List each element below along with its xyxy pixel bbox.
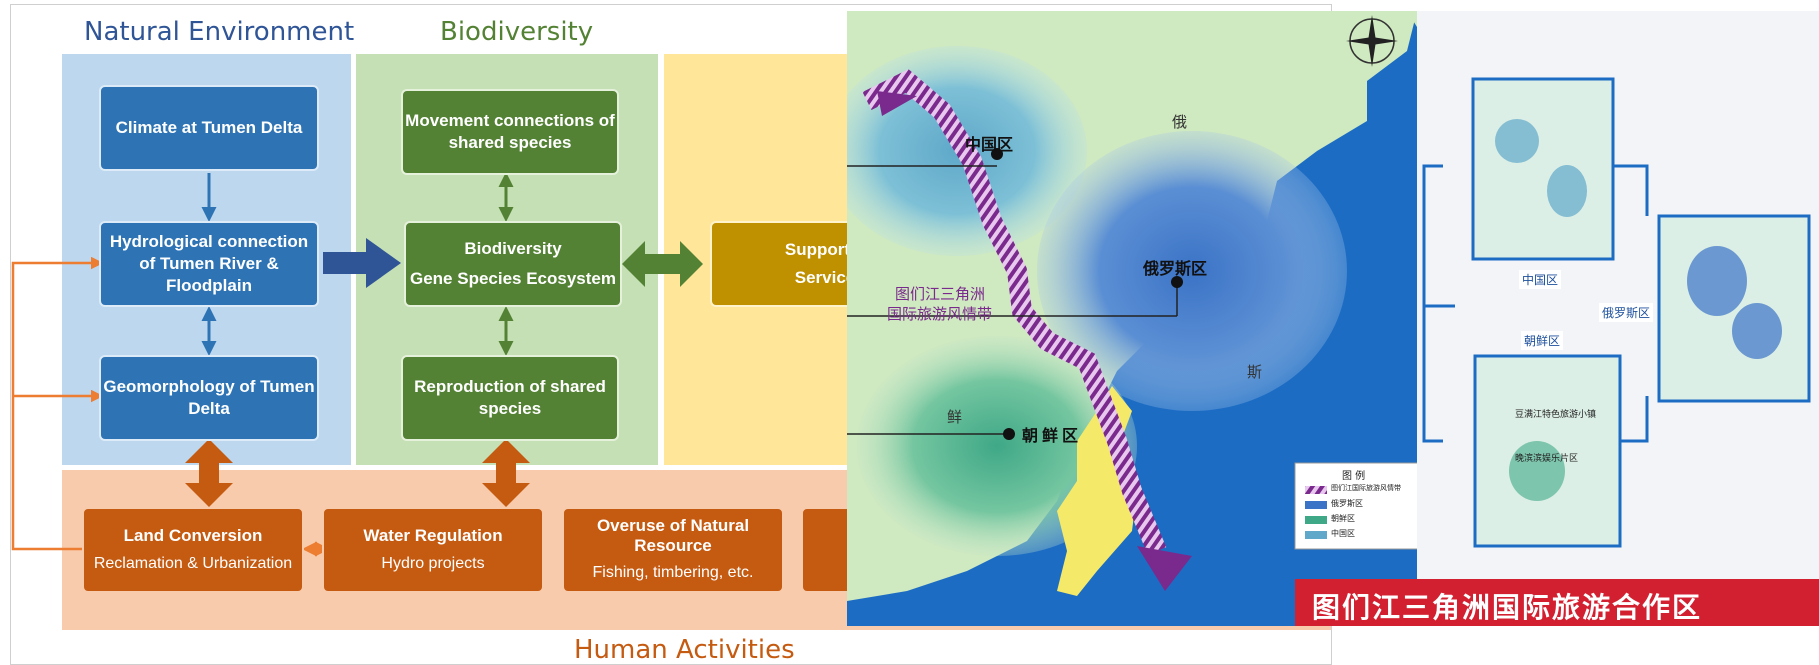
country-korea-char: 鲜 — [947, 408, 963, 426]
country-russia-char2: 斯 — [1247, 363, 1263, 381]
legend-item-china: 中国区 — [1331, 529, 1355, 538]
arrow-water-biodiversity — [482, 439, 530, 507]
tourism-route — [862, 69, 1167, 555]
map-photo: 中国区 俄罗斯区 朝鲜区 图们江三角洲 国际旅游风情带 俄 斯 鲜 图 例 图们… — [847, 11, 1819, 626]
climate-box: Climate at Tumen Delta — [99, 85, 319, 171]
inset-china-label: 中国区 — [1519, 270, 1562, 289]
banner-text: 图们江三角洲国际旅游合作区 — [1312, 591, 1703, 624]
legend-item-route: 图们江国际旅游风情带 — [1331, 484, 1401, 492]
inset-china-map — [1471, 77, 1615, 261]
legend-item-korea: 朝鲜区 — [1331, 514, 1355, 523]
water-regulation-sub: Hydro projects — [381, 555, 485, 572]
biodiversity-box: Biodiversity Gene Species Ecosystem — [404, 221, 622, 307]
biodiversity-line2: Gene Species Ecosystem — [409, 269, 616, 288]
water-regulation-box: Water Regulation Hydro projects — [322, 507, 544, 593]
movement-label: Movement connections of shared species — [405, 111, 615, 152]
legend-item-russia: 俄罗斯区 — [1331, 499, 1363, 508]
inset-korea-label1: 豆满江特色旅游小镇 — [1515, 410, 1597, 420]
arrow-natural-to-biodiversity — [323, 238, 401, 288]
overuse-title: Overuse of Natural Resource — [596, 516, 750, 555]
natural-environment-title: Natural Environment — [84, 17, 355, 47]
route-arrow-head — [1137, 546, 1192, 591]
supporting-line2: Service — [794, 268, 856, 287]
hydrological-label: Hydrological connection of Tumen River &… — [109, 232, 309, 295]
compass-rose-icon — [1346, 15, 1398, 67]
inset-korea-label: 朝鲜区 — [1521, 331, 1564, 350]
russia-zone-circle — [1037, 131, 1347, 411]
overuse-box: Overuse of Natural Resource Fishing, tim… — [562, 507, 784, 593]
land-conversion-sub: Reclamation & Urbanization — [93, 555, 293, 572]
reproduction-label: Reproduction of shared species — [414, 377, 606, 418]
climate-label: Climate at Tumen Delta — [115, 118, 303, 137]
hydrological-box: Hydrological connection of Tumen River &… — [99, 221, 319, 307]
zone-korea-label: 朝鲜区 — [1022, 426, 1083, 445]
movement-box: Movement connections of shared species — [401, 89, 619, 175]
route-label-line1: 图们江三角洲 — [895, 285, 986, 303]
land-conversion-box: Land Conversion Reclamation & Urbanizati… — [82, 507, 304, 593]
arrow-biodiversity-to-services — [622, 241, 703, 287]
geomorphology-box: Geomorphology of Tumen Delta — [99, 355, 319, 441]
route-arrow-tail — [877, 91, 917, 116]
feedback-line — [11, 256, 104, 551]
legend-title: 图 例 — [1342, 471, 1366, 482]
geomorphology-label: Geomorphology of Tumen Delta — [103, 377, 315, 418]
country-russia-char1: 俄 — [1172, 113, 1188, 131]
arrow-land-natural — [185, 439, 233, 507]
reproduction-box: Reproduction of shared species — [401, 355, 619, 441]
supporting-line1: Supportin — [784, 240, 866, 259]
land-conversion-title: Land Conversion — [123, 526, 263, 545]
biodiversity-line1: Biodiversity — [464, 239, 562, 258]
connectors — [11, 172, 703, 557]
zone-china-label: 中国区 — [965, 135, 1014, 154]
human-activities-title: Human Activities — [574, 635, 795, 665]
inset-korea-label2: 晚滨滨娱乐片区 — [1515, 454, 1579, 464]
zone-russia-label: 俄罗斯区 — [1143, 259, 1208, 278]
water-regulation-title: Water Regulation — [363, 526, 503, 545]
route-label-line2: 国际旅游风情带 — [887, 305, 993, 323]
overuse-sub: Fishing, timbering, etc. — [592, 564, 754, 581]
inset-russia-label: 俄罗斯区 — [1599, 303, 1654, 322]
biodiversity-title: Biodiversity — [440, 17, 594, 47]
banner-bg — [1295, 579, 1819, 626]
